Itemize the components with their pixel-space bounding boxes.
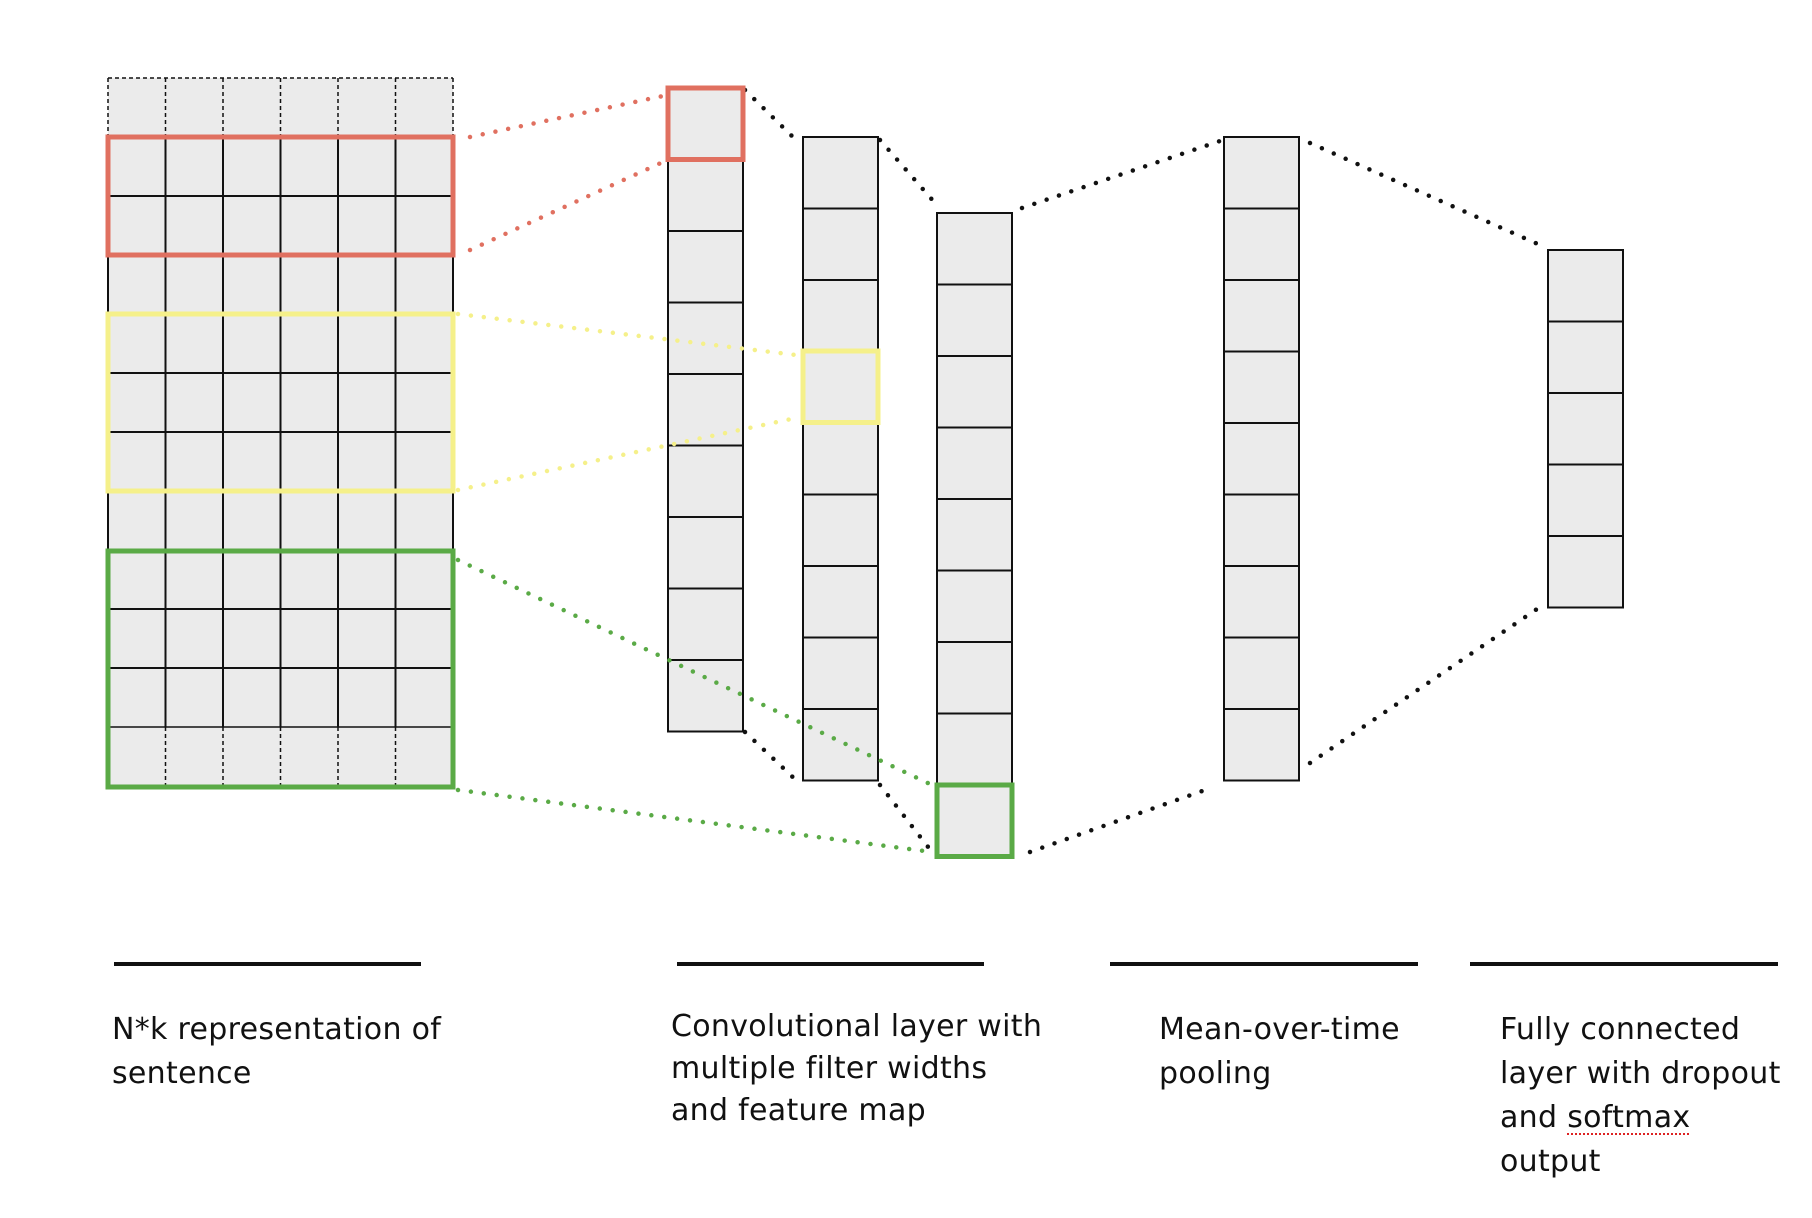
caption-conv-line2: multiple filter widths	[671, 1051, 988, 1086]
caption-fc-line3: and softmax	[1500, 1096, 1781, 1140]
caption-conv-line3: and feature map	[671, 1093, 926, 1128]
caption-pooling: Mean-over-time pooling	[1159, 1008, 1400, 1096]
red-filter-window	[105, 134, 456, 258]
feature-map-1	[667, 87, 744, 733]
caption-pooling-line2: pooling	[1159, 1056, 1272, 1091]
green-filter-window	[105, 548, 456, 790]
caption-fc-line4: output	[1500, 1144, 1601, 1179]
caption-fc-line1: Fully connected	[1500, 1012, 1741, 1047]
feature-map-3	[936, 212, 1013, 858]
caption-fc-line3a: and	[1500, 1100, 1568, 1135]
pooling-vector	[1223, 136, 1300, 782]
caption-fc-softmax: softmax	[1567, 1100, 1691, 1135]
feature-map-2	[802, 136, 879, 782]
fully-connected-vector	[1547, 249, 1624, 609]
stack-link-4	[877, 782, 935, 855]
stack-link-1	[742, 87, 801, 145]
pooling-column	[1223, 136, 1300, 782]
fc-column	[1547, 249, 1624, 609]
caption-pooling-line1: Mean-over-time	[1159, 1012, 1400, 1047]
caption-sentence-line1: N*k representation of	[112, 1012, 442, 1047]
yellow-filter-window	[105, 311, 456, 494]
red-output-cell	[665, 85, 746, 162]
caption-fc: Fully connected layer with dropout and s…	[1500, 1008, 1781, 1184]
pool-link-bottom	[1027, 787, 1208, 855]
red-link-bottom	[467, 159, 666, 253]
connectors	[455, 87, 1543, 855]
caption-sentence-line2: sentence	[112, 1056, 252, 1091]
sentence-matrix	[107, 77, 454, 787]
caption-fc-line2: layer with dropout	[1500, 1056, 1781, 1091]
green-output-cell	[934, 782, 1015, 859]
caption-conv-line1: Convolutional layer with	[671, 1009, 1043, 1044]
stack-link-3	[742, 729, 801, 785]
yellow-link-bottom	[455, 415, 799, 493]
yellow-output-cell	[800, 348, 881, 425]
caption-sentence: N*k representation of sentence	[112, 1008, 441, 1096]
pool-link-top	[1019, 138, 1223, 211]
stack-link-2	[877, 137, 938, 206]
green-link-bottom	[455, 787, 935, 855]
feature-maps	[667, 87, 1013, 858]
fc-link-bottom	[1307, 604, 1543, 766]
filter-highlights	[105, 85, 1015, 859]
yellow-link-top	[455, 311, 799, 358]
red-link-top	[467, 93, 666, 140]
fc-link-top	[1307, 140, 1543, 248]
caption-conv: Convolutional layer with multiple filter…	[671, 1006, 1042, 1132]
